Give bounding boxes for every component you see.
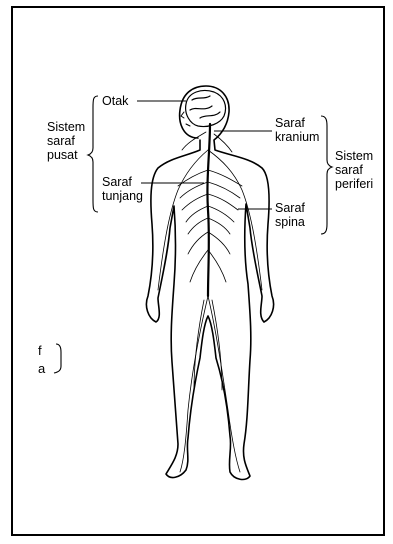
saraf-kranium-label: Saraf kranium: [275, 116, 319, 144]
saraf-spina-line-2: spina: [275, 215, 305, 229]
sistem-saraf-periferi-label: Sistem saraf periferi: [335, 149, 373, 191]
sistem-saraf-pusat-line-2: saraf: [47, 134, 85, 148]
otak-label: Otak: [102, 94, 128, 108]
partial-bracket: [54, 344, 61, 373]
cut-off-fragment-line-1: f: [38, 342, 45, 360]
brain-shape: [186, 91, 226, 127]
pusat-bracket: [88, 96, 98, 212]
saraf-tunjang-label: Saraf tunjang: [102, 175, 143, 203]
sistem-saraf-pusat-line-1: Sistem: [47, 120, 85, 134]
sistem-saraf-pusat-line-3: pusat: [47, 148, 85, 162]
sistem-saraf-periferi-line-1: Sistem: [335, 149, 373, 163]
periferi-bracket: [321, 116, 332, 234]
saraf-spina-label: Saraf spina: [275, 201, 305, 229]
cut-off-fragment: f a: [38, 342, 45, 378]
saraf-kranium-line-2: kranium: [275, 130, 319, 144]
saraf-spina-line-1: Saraf: [275, 201, 305, 215]
sistem-saraf-periferi-line-2: saraf: [335, 163, 373, 177]
saraf-kranium-line-1: Saraf: [275, 116, 319, 130]
cut-off-fragment-line-2: a: [38, 360, 45, 378]
saraf-tunjang-line-2: tunjang: [102, 189, 143, 203]
saraf-tunjang-line-1: Saraf: [102, 175, 143, 189]
sistem-saraf-pusat-label: Sistem saraf pusat: [47, 120, 85, 162]
sistem-saraf-periferi-line-3: periferi: [335, 177, 373, 191]
